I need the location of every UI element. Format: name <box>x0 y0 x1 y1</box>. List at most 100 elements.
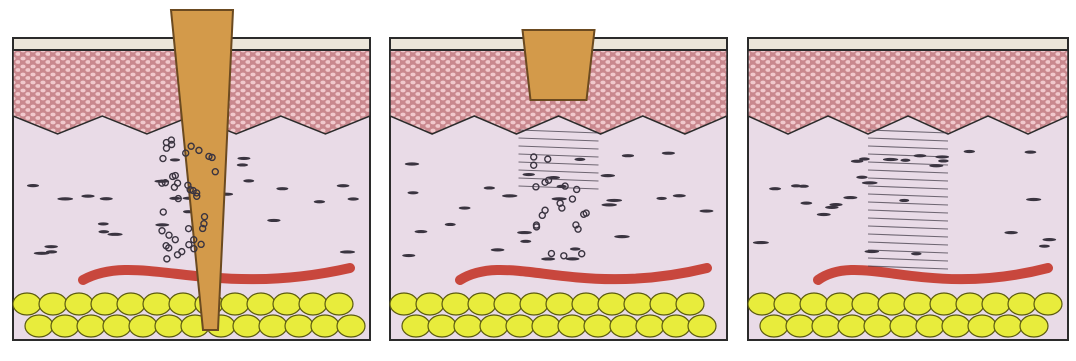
fibroblast <box>459 206 471 209</box>
foreign-body <box>523 30 595 100</box>
fibroblast <box>911 252 922 255</box>
fat-cell <box>325 293 353 315</box>
fibroblast <box>44 245 58 248</box>
fibroblast <box>825 206 838 209</box>
fibroblast <box>98 230 109 233</box>
fat-cell <box>1008 293 1036 315</box>
fibroblast <box>415 230 428 233</box>
fibroblast <box>883 158 898 161</box>
fibroblast <box>662 152 675 155</box>
fibroblast <box>673 194 686 197</box>
fat-cell <box>103 315 131 337</box>
stratum-corneum <box>748 38 1068 50</box>
fat-cell <box>117 293 145 315</box>
fibroblast <box>445 223 456 226</box>
fat-cell <box>572 293 600 315</box>
fat-cell <box>91 293 119 315</box>
fibroblast <box>1039 245 1050 248</box>
fibroblast <box>843 196 857 199</box>
fat-cell <box>636 315 664 337</box>
fibroblast <box>622 154 634 157</box>
fat-cell <box>662 315 690 337</box>
fibroblast <box>237 163 248 166</box>
fibroblast <box>606 199 622 202</box>
fibroblast <box>601 174 615 177</box>
fibroblast <box>314 200 325 203</box>
fat-cell <box>930 293 958 315</box>
fibroblast <box>276 187 288 190</box>
fat-cell <box>598 293 626 315</box>
fibroblast <box>46 250 57 253</box>
fibroblast <box>337 184 350 187</box>
fibroblast <box>98 222 109 225</box>
fibroblast <box>899 199 909 202</box>
fibroblast <box>81 195 94 198</box>
fibroblast <box>57 197 73 200</box>
fat-cell <box>610 315 638 337</box>
fat-cell <box>878 293 906 315</box>
fat-cell <box>221 293 249 315</box>
fat-cell <box>812 315 840 337</box>
fibroblast <box>829 203 842 206</box>
fibroblast <box>405 162 419 165</box>
fat-cell <box>337 315 365 337</box>
fibroblast <box>862 181 878 184</box>
fibroblast <box>614 235 629 238</box>
fat-cell <box>299 293 327 315</box>
fat-cell <box>956 293 984 315</box>
fibroblast <box>484 186 495 189</box>
fibroblast <box>407 191 418 194</box>
fat-cell <box>968 315 996 337</box>
fat-cell <box>838 315 866 337</box>
fat-cell <box>311 315 339 337</box>
fibroblast <box>656 197 666 200</box>
fat-cell <box>468 293 496 315</box>
fat-cell <box>494 293 522 315</box>
fibroblast <box>541 257 555 260</box>
fat-cell <box>247 293 275 315</box>
fat-cell <box>480 315 508 337</box>
fat-cell <box>129 315 157 337</box>
fibroblast <box>798 185 809 188</box>
fat-cell <box>558 315 586 337</box>
fat-cell <box>65 293 93 315</box>
fat-cell <box>982 293 1010 315</box>
fat-cell <box>688 315 716 337</box>
fat-cell <box>233 315 261 337</box>
fat-cell <box>442 293 470 315</box>
fat-cell <box>650 293 678 315</box>
fibroblast <box>107 233 122 236</box>
fat-cell <box>416 293 444 315</box>
fibroblast <box>574 158 585 161</box>
fibroblast <box>520 240 531 243</box>
fibroblast <box>523 173 535 176</box>
fibroblast <box>402 254 415 257</box>
fat-cell <box>169 293 197 315</box>
fibroblast <box>566 257 580 260</box>
fat-cell <box>259 315 287 337</box>
fat-cell <box>285 315 313 337</box>
fat-cell <box>624 293 652 315</box>
fat-cell <box>676 293 704 315</box>
fat-cell <box>904 293 932 315</box>
fibroblast <box>570 247 581 250</box>
fibroblast <box>348 197 359 200</box>
fat-cell <box>800 293 828 315</box>
fat-cell <box>428 315 456 337</box>
fat-cell <box>25 315 53 337</box>
fat-cell <box>143 293 171 315</box>
fat-cell <box>155 315 183 337</box>
fat-cell <box>786 315 814 337</box>
fat-cell <box>826 293 854 315</box>
fibroblast <box>753 241 769 244</box>
fat-cell <box>852 293 880 315</box>
fibroblast <box>856 176 867 179</box>
fat-cell <box>390 293 418 315</box>
fibroblast <box>817 213 831 216</box>
fibroblast <box>900 159 910 162</box>
fibroblast <box>155 223 169 226</box>
fibroblast <box>964 150 975 153</box>
fibroblast <box>267 219 280 222</box>
fibroblast <box>340 250 355 253</box>
